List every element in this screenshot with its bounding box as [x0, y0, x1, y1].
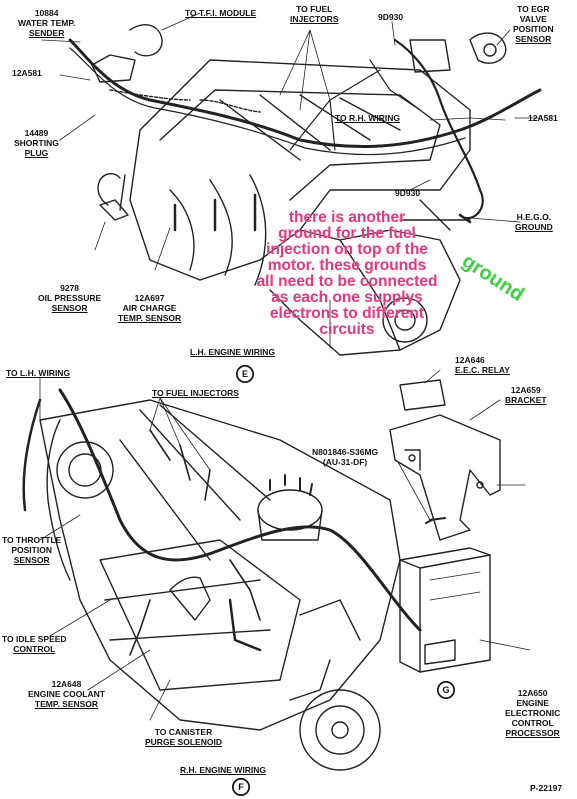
- hego-ground-label: H.E.G.O.GROUND: [515, 212, 553, 232]
- view-f-marker: F: [232, 778, 250, 796]
- view-g-marker: G: [437, 681, 455, 699]
- tfi-module-label: TO T.F.I. MODULE: [185, 8, 257, 18]
- rh-wiring-top-label: TO R.H. WIRING: [335, 113, 401, 123]
- top-leader-lines: [41, 12, 541, 349]
- part-12a581-left-label: 12A581: [12, 68, 42, 78]
- bolt-part-label: N801846-S36MG(AU-31-DF): [312, 447, 379, 467]
- bottom-harness: [22, 388, 422, 656]
- fuel-injectors-bottom-label: TO FUEL INJECTORS: [152, 388, 239, 398]
- bottom-leader-lines: [39, 369, 531, 721]
- top-engine-drawing: [68, 24, 542, 383]
- rh-engine-wiring-label: R.H. ENGINE WIRING: [180, 765, 266, 775]
- lh-wiring-bottom-label: TO L.H. WIRING: [6, 368, 71, 378]
- figure-number: P-22197: [530, 783, 563, 793]
- handwritten-annotation: there is another ground for the fuel inj…: [256, 209, 438, 338]
- part-9d930-top-label: 9D930: [378, 12, 404, 22]
- eec-processor-drawing: [399, 547, 491, 699]
- part-9d930-mid-label: 9D930: [395, 188, 421, 198]
- lh-engine-wiring-label: L.H. ENGINE WIRING: [190, 347, 275, 357]
- part-12a581-right-label: 12A581: [528, 113, 558, 123]
- view-e-marker: E: [236, 365, 254, 383]
